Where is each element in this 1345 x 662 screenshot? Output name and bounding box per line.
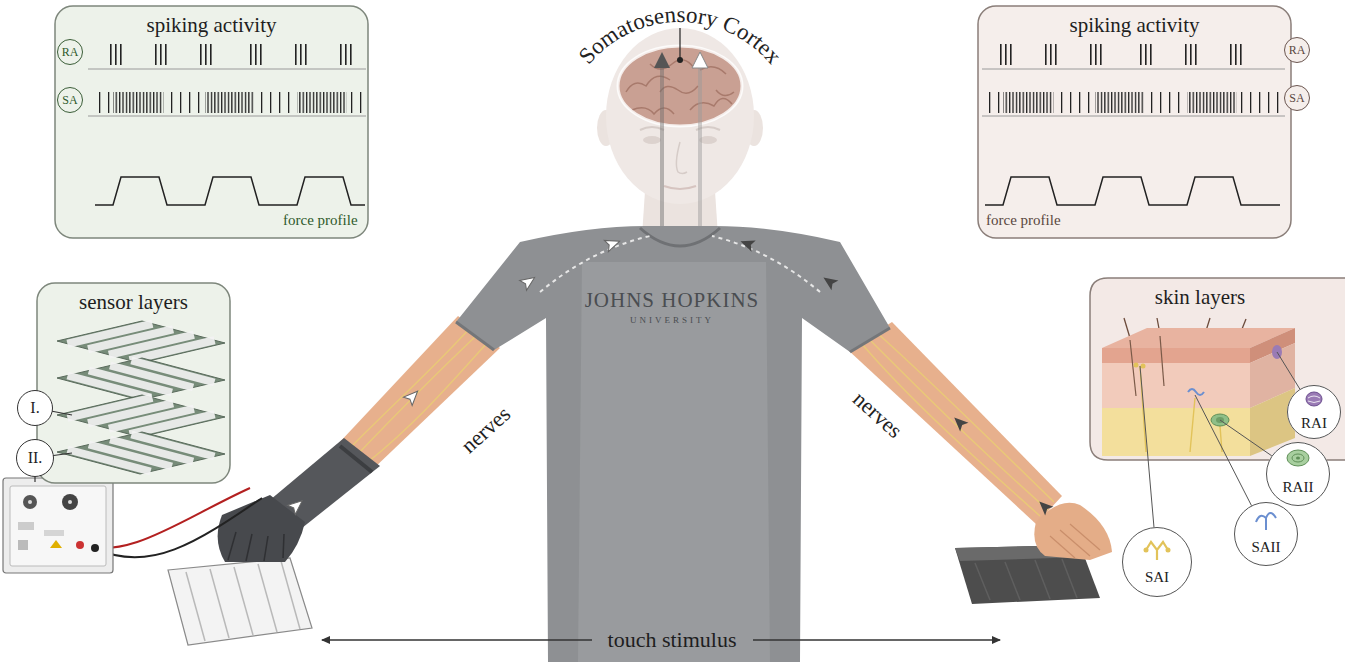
region-label: Somatosensory Cortex xyxy=(574,2,787,69)
axis-label: force profile xyxy=(986,212,1061,228)
panel-title-box: spiking activity xyxy=(55,13,368,38)
shirt-logo-box: UNIVERSITY xyxy=(630,315,714,325)
circle-label: SAI xyxy=(1145,570,1169,585)
panel-title: skin layers xyxy=(1155,285,1245,309)
receptor-circle: SAI xyxy=(1122,527,1192,597)
circle-label: SA xyxy=(62,94,77,106)
receptor-circle: RAI xyxy=(1287,385,1341,439)
circle-label: I. xyxy=(30,400,39,416)
stimulus-label-box: touch stimulus xyxy=(608,627,737,652)
receptor-circle: RAII xyxy=(1266,442,1330,506)
afferent-circle: RA xyxy=(1284,37,1310,63)
panel-title-box: skin layers xyxy=(1090,285,1310,310)
callout-number: II. xyxy=(16,439,54,477)
panel-title-box: sensor layers xyxy=(37,290,230,315)
shirt-logo: JOHNS HOPKINS xyxy=(585,288,760,312)
circle-label: RAII xyxy=(1283,480,1314,495)
circle-label: RAI xyxy=(1301,416,1327,431)
spiking-panel: spiking activity force profile RA SA xyxy=(55,6,368,238)
afferent-circle: SA xyxy=(1284,85,1310,111)
nerve-label: nerves xyxy=(456,401,516,458)
panel-title: sensor layers xyxy=(79,290,188,314)
sensor-panel: sensor layers xyxy=(37,283,230,483)
panel-title: spiking activity xyxy=(1069,13,1199,37)
afferent-circle: SA xyxy=(57,87,83,113)
panel-title: spiking activity xyxy=(146,13,276,37)
axis-label-box: force profile xyxy=(283,211,358,229)
callout-number: I. xyxy=(17,390,53,426)
stimulus-label: touch stimulus xyxy=(608,627,737,652)
circle-label: SA xyxy=(1289,92,1304,104)
panel-title-box: spiking activity xyxy=(978,13,1291,38)
shirt-logo-box: JOHNS HOPKINS xyxy=(585,288,760,312)
nerve-label-box: nerves xyxy=(456,401,516,458)
spiking-panel: spiking activityforce profileRASA xyxy=(978,6,1291,238)
afferent-circle: RA xyxy=(57,39,83,65)
circle-label: RA xyxy=(62,46,79,58)
region-label-path: Somatosensory Cortex xyxy=(574,2,787,69)
circle-label: SAII xyxy=(1251,540,1280,555)
circle-label: II. xyxy=(28,450,43,466)
receptor-circle: SAII xyxy=(1234,502,1298,566)
circle-label: RA xyxy=(1289,44,1306,56)
shirt-logo: UNIVERSITY xyxy=(630,315,714,325)
axis-label: force profile xyxy=(283,212,358,228)
axis-label-box: force profile xyxy=(986,211,1061,229)
skin-panel: skin layers xyxy=(1090,278,1345,460)
